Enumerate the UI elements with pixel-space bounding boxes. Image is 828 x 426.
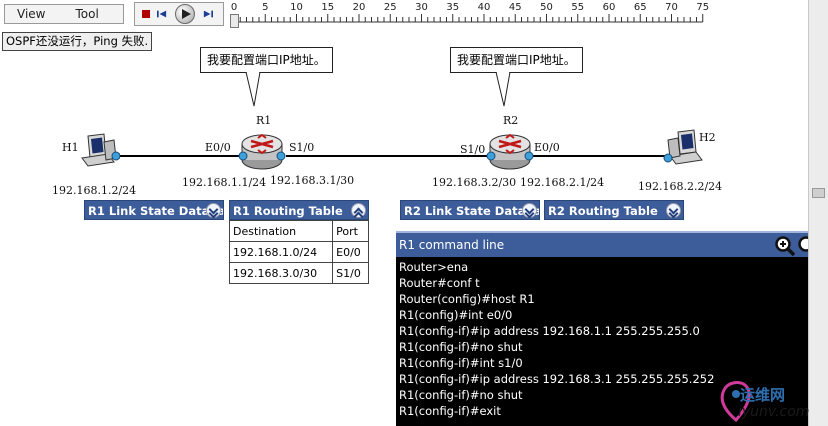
ruler-tick-label: 5 xyxy=(262,2,269,13)
destination-cell: 192.168.3.0/30 xyxy=(228,262,334,284)
ruler-tick-label: 35 xyxy=(446,2,460,13)
port-cell: S1/0 xyxy=(332,262,369,284)
r2-router-icon[interactable] xyxy=(486,130,534,174)
r2-link-state-db-title: R2 Link State Databa xyxy=(404,204,540,218)
command-line: R1(config-if)#ip address 192.168.1.1 255… xyxy=(399,324,700,338)
zoom-out-icon[interactable] xyxy=(796,235,808,257)
network-diagram xyxy=(116,155,666,157)
table-row: 192.168.3.0/30 S1/0 xyxy=(228,262,369,284)
timeline-slider-thumb[interactable] xyxy=(230,14,239,28)
status-message: OSPF还没运行，Ping 失败. xyxy=(2,32,153,51)
h1-ip: 192.168.1.2/24 xyxy=(52,184,137,197)
r1-callout-tail xyxy=(245,72,261,107)
ruler-tick-label: 45 xyxy=(508,2,522,13)
r1-s1-ip: 192.168.3.1/30 xyxy=(270,174,355,187)
h1-computer-icon[interactable] xyxy=(80,132,120,172)
r1-routing-table: Destination Port 192.168.1.0/24 E0/0 192… xyxy=(228,220,369,284)
table-header-row: Destination Port xyxy=(228,220,369,242)
watermark-name: 运维网 xyxy=(740,386,786,404)
ruler-tick-label: 60 xyxy=(602,2,616,13)
ruler-tick-label: 65 xyxy=(633,2,647,13)
column-header-port: Port xyxy=(332,220,369,242)
command-line-output[interactable]: Router>ena Router#conf t Router(config)#… xyxy=(396,257,808,426)
ruler-tick-label: 20 xyxy=(352,2,366,13)
column-header-destination: Destination xyxy=(228,220,334,242)
r1-e0-ip: 192.168.1.1/24 xyxy=(182,176,267,189)
ruler-ticks xyxy=(233,14,704,23)
vertical-scrollbar[interactable] xyxy=(808,0,828,426)
command-line: R1(config-if)#exit xyxy=(399,404,501,418)
ruler-tick-label: 40 xyxy=(477,2,491,13)
r1-name: R1 xyxy=(256,114,272,127)
ruler-tick-label: 70 xyxy=(665,2,678,13)
command-line: Router(config)#host R1 xyxy=(399,292,535,306)
r2-routing-table-title: R2 Routing Table xyxy=(548,204,658,218)
h2-computer-icon[interactable] xyxy=(662,128,704,170)
command-line: R1(config)#int e0/0 xyxy=(399,308,513,322)
watermark-logo-icon xyxy=(720,381,751,422)
command-panel-title: R1 command line xyxy=(399,238,505,252)
command-line: R1(config-if)#no shut xyxy=(399,388,523,402)
ruler-tick-label: 30 xyxy=(415,2,428,13)
ruler-tick-label: 0 xyxy=(230,2,238,13)
r2-e0-label: E0/0 xyxy=(534,141,560,154)
port-cell: E0/0 xyxy=(332,241,369,263)
player-controls xyxy=(134,2,224,26)
command-panel-header: R1 command line xyxy=(396,231,808,257)
chevron-down-icon[interactable] xyxy=(206,203,221,218)
chevron-down-icon[interactable] xyxy=(522,203,537,218)
scrollbar-thumb[interactable] xyxy=(812,188,825,198)
r1-e0-label: E0/0 xyxy=(205,141,231,154)
r2-e0-ip: 192.168.2.1/24 xyxy=(520,176,605,189)
r2-s1-ip: 192.168.3.2/30 xyxy=(432,176,517,189)
r1-routing-table-title: R1 Routing Table xyxy=(233,204,343,218)
r2-name: R2 xyxy=(503,114,519,127)
command-line: R1(config-if)#ip address 192.168.3.1 255… xyxy=(399,372,715,386)
destination-cell: 192.168.1.0/24 xyxy=(228,241,334,263)
ruler-tick-label: 15 xyxy=(321,2,335,13)
stop-icon[interactable] xyxy=(141,9,151,19)
ruler-tick-label: 10 xyxy=(290,2,303,13)
fast-forward-icon[interactable] xyxy=(203,9,213,19)
chevron-up-icon[interactable] xyxy=(351,203,366,218)
r2-routing-table-panel[interactable]: R2 Routing Table xyxy=(544,200,684,220)
watermark-url: iyunv.com xyxy=(738,404,810,420)
ruler-tick-label: 25 xyxy=(383,2,397,13)
r1-link-state-db-title: R1 Link State Databa xyxy=(88,204,224,218)
timeline-ruler[interactable]: 0 5 10 15 20 25 30 35 40 45 50 55 60 65 70 75 xyxy=(228,2,718,28)
command-line: R1(config-if)#no shut xyxy=(399,340,523,354)
command-line: R1(config-if)#int s1/0 xyxy=(399,356,523,370)
r1-routing-table-panel[interactable]: R1 Routing Table xyxy=(229,200,369,220)
command-line: Router#conf t xyxy=(399,276,480,290)
r2-link-state-db-panel[interactable]: R2 Link State Databa xyxy=(400,200,540,220)
r1-router-icon[interactable] xyxy=(238,130,286,174)
play-button[interactable] xyxy=(175,4,195,24)
play-icon xyxy=(182,9,191,19)
h1-name: H1 xyxy=(62,141,79,154)
h2-name: H2 xyxy=(699,131,716,144)
r1-callout: 我要配置端口IP地址。 xyxy=(200,47,333,73)
r1-link-state-db-panel[interactable]: R1 Link State Databa xyxy=(84,200,224,220)
ruler-tick-label: 75 xyxy=(696,2,710,13)
r2-callout-tail xyxy=(495,72,511,107)
menu-bar: View Tool xyxy=(4,4,124,24)
zoom-in-icon[interactable] xyxy=(774,235,796,257)
command-line: Router>ena xyxy=(399,260,469,274)
ruler-tick-label: 55 xyxy=(571,2,585,13)
chevron-down-icon[interactable] xyxy=(666,203,681,218)
r2-s1-label: S1/0 xyxy=(460,143,486,156)
r2-callout: 我要配置端口IP地址。 xyxy=(450,47,583,73)
r1-s1-label: S1/0 xyxy=(289,141,315,154)
rewind-icon[interactable] xyxy=(157,9,167,19)
h2-ip: 192.168.2.2/24 xyxy=(638,180,723,193)
ruler-tick-label: 50 xyxy=(540,2,553,13)
menu-tool[interactable]: Tool xyxy=(75,7,99,21)
menu-view[interactable]: View xyxy=(17,7,46,21)
table-row: 192.168.1.0/24 E0/0 xyxy=(228,241,369,263)
